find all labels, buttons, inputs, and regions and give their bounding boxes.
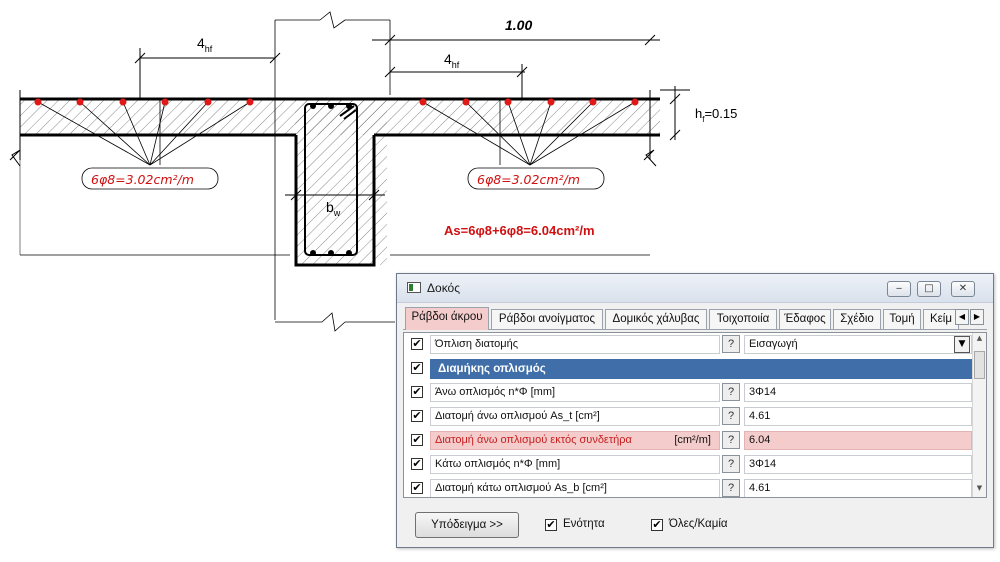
tab-masonry[interactable]: Τοιχοποιία bbox=[709, 309, 777, 329]
unity-checkbox[interactable]: ✔ bbox=[545, 518, 557, 531]
example-button[interactable]: Υπόδειγμα >> bbox=[415, 512, 519, 538]
minimize-button[interactable]: ‒ bbox=[887, 281, 911, 297]
rebar-label-left-box bbox=[81, 167, 219, 190]
grid-row-bottom-bars: ✔ Κάτω οπλισμός n*Φ [mm] ? 3Φ14 bbox=[404, 453, 974, 477]
tab-section[interactable]: Τομή bbox=[883, 309, 921, 329]
tab-structural-steel[interactable]: Δομικός χάλυβας bbox=[605, 309, 707, 329]
row-checkbox[interactable]: ✔ bbox=[411, 337, 423, 350]
tab-soil[interactable]: Έδαφος bbox=[779, 309, 831, 329]
rebar-label-right: 6φ8=3.02cm²/m bbox=[477, 172, 580, 187]
beam-bars bbox=[310, 103, 352, 256]
rebar-fan-right bbox=[422, 101, 636, 166]
property-grid: ✔ Όπλιση διατομής ? Εισαγωγή ▼ ✔ Διαμήκη… bbox=[403, 332, 987, 498]
grid-row-top-outside-stirrup: ✔ Διατομή άνω οπλισμού εκτός συνδετήρα [… bbox=[404, 429, 974, 453]
row-checkbox[interactable]: ✔ bbox=[411, 457, 423, 470]
help-button[interactable]: ? bbox=[722, 407, 740, 425]
tab-end-bars[interactable]: Ράβδοι άκρου bbox=[405, 307, 489, 330]
all-none-checkbox[interactable]: ✔ bbox=[651, 518, 663, 531]
row-checkbox[interactable]: ✔ bbox=[411, 481, 423, 494]
construction-lines bbox=[20, 11, 650, 332]
row-checkbox[interactable]: ✔ bbox=[411, 433, 423, 446]
row-label: Διατομή άνω οπλισμού As_t [cm²] bbox=[430, 407, 720, 426]
grid-row-bottom-area: ✔ Διατομή κάτω οπλισμού As_b [cm²] ? 4.6… bbox=[404, 477, 974, 497]
help-button[interactable]: ? bbox=[722, 431, 740, 449]
tab-scroll-right-icon[interactable]: ▶ bbox=[970, 309, 984, 325]
tab-span-bars[interactable]: Ράβδοι ανοίγματος bbox=[491, 309, 603, 329]
row-label: Άνω οπλισμός n*Φ [mm] bbox=[430, 383, 720, 402]
grid-row-section-reinforcement: ✔ Όπλιση διατομής ? Εισαγωγή ▼ bbox=[404, 333, 974, 357]
row-label: Διατομή άνω οπλισμού εκτός συνδετήρα bbox=[435, 434, 632, 446]
tab-scroll-left-icon[interactable]: ◀ bbox=[955, 309, 969, 325]
dim-bw: bw bbox=[326, 199, 341, 218]
vertical-scrollbar[interactable]: ▲ ▼ bbox=[972, 333, 986, 497]
help-button[interactable]: ? bbox=[722, 383, 740, 401]
rebar-label-right-box bbox=[467, 167, 605, 190]
help-button[interactable]: ? bbox=[722, 479, 740, 497]
row-label: Κάτω οπλισμός n*Φ [mm] bbox=[430, 455, 720, 474]
value-field[interactable]: 4.61 bbox=[744, 479, 972, 497]
section-header-longitudinal[interactable]: Διαμήκης οπλισμός bbox=[430, 359, 974, 379]
row-label: Όπλιση διατομής bbox=[430, 335, 720, 354]
grid-row-top-bars: ✔ Άνω οπλισμός n*Φ [mm] ? 3Φ14 bbox=[404, 381, 974, 405]
tab-strip: Ράβδοι άκρου Ράβδοι ανοίγματος Δομικός χ… bbox=[403, 307, 987, 330]
title-bar[interactable]: Δοκός ‒ □ ✕ bbox=[397, 274, 993, 303]
tab-text[interactable]: Κείμ bbox=[923, 309, 959, 329]
dim-hf: hf=0.15 bbox=[695, 106, 737, 124]
close-button[interactable]: ✕ bbox=[951, 281, 975, 297]
rebar-label-left: 6φ8=3.02cm²/m bbox=[91, 172, 194, 187]
dialog-title: Δοκός bbox=[427, 281, 460, 295]
row-checkbox[interactable]: ✔ bbox=[411, 409, 423, 422]
rebar-fan-left bbox=[37, 101, 251, 166]
row-unit: [cm²/m] bbox=[674, 434, 711, 446]
help-button[interactable]: ? bbox=[722, 335, 740, 353]
grid-row-section-header: ✔ Διαμήκης οπλισμός bbox=[404, 357, 974, 381]
value-select[interactable]: Εισαγωγή bbox=[744, 335, 972, 354]
tab-drawing[interactable]: Σχέδιο bbox=[833, 309, 881, 329]
row-checkbox[interactable]: ✔ bbox=[411, 385, 423, 398]
dim-4hf-left: 4hf bbox=[197, 35, 213, 54]
chevron-down-icon[interactable]: ▼ bbox=[954, 336, 970, 353]
unity-label: Ενότητα bbox=[563, 518, 605, 530]
row-label-container: Διατομή άνω οπλισμού εκτός συνδετήρα [cm… bbox=[430, 431, 720, 450]
value-field[interactable]: 6.04 bbox=[744, 431, 972, 450]
help-button[interactable]: ? bbox=[722, 455, 740, 473]
maximize-button[interactable]: □ bbox=[917, 281, 941, 297]
scroll-thumb[interactable] bbox=[974, 351, 985, 379]
beam-dialog-window: Δοκός ‒ □ ✕ Ράβδοι άκρου Ράβδοι ανοίγματ… bbox=[396, 273, 994, 548]
value-field[interactable]: 3Φ14 bbox=[744, 455, 972, 474]
row-label: Διατομή κάτω οπλισμού As_b [cm²] bbox=[430, 479, 720, 497]
scroll-down-icon[interactable]: ▼ bbox=[976, 484, 983, 492]
rebar-dots bbox=[34, 98, 639, 106]
row-checkbox[interactable]: ✔ bbox=[411, 361, 423, 374]
scroll-up-icon[interactable]: ▲ bbox=[976, 334, 983, 342]
app-icon bbox=[407, 282, 421, 293]
dim-width: 1.00 bbox=[505, 17, 532, 33]
grid-row-top-area: ✔ Διατομή άνω οπλισμού As_t [cm²] ? 4.61 bbox=[404, 405, 974, 429]
dim-4hf-right: 4hf bbox=[444, 51, 460, 70]
all-none-label: Όλες/Καμία bbox=[669, 518, 728, 530]
dimension-lines bbox=[134, 34, 690, 201]
value-field[interactable]: 3Φ14 bbox=[744, 383, 972, 402]
as-total-label: As=6φ8+6φ8=6.04cm²/m bbox=[444, 223, 595, 238]
value-field[interactable]: 4.61 bbox=[744, 407, 972, 426]
